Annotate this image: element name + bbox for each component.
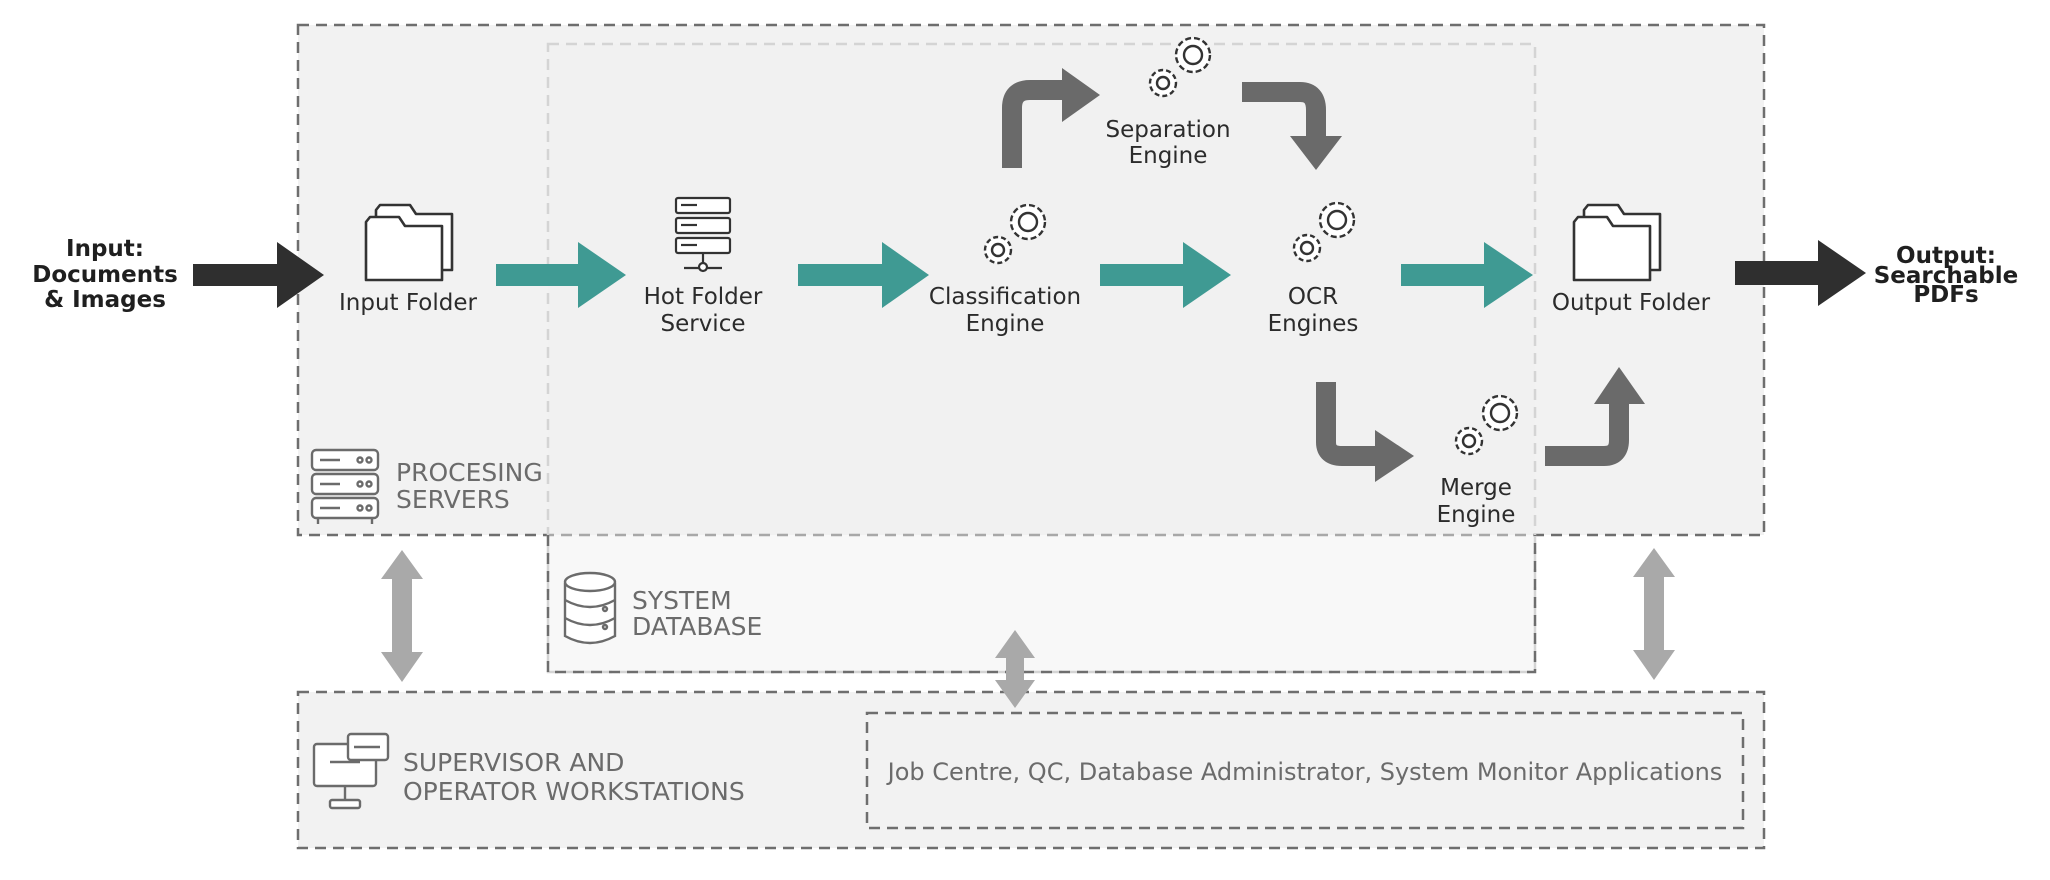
flow-arrow-3 bbox=[1100, 242, 1231, 308]
processing-servers-label-line1: PROCESING bbox=[396, 458, 543, 487]
flow-arrow-2 bbox=[798, 242, 929, 308]
separation-node: Separation Engine bbox=[1105, 36, 1231, 169]
workstations-label-line2: OPERATOR WORKSTATIONS bbox=[403, 777, 745, 806]
merge-label-line1: Merge bbox=[1440, 475, 1512, 501]
classification-label-line2: Engine bbox=[966, 311, 1045, 337]
separation-label-line1: Separation bbox=[1105, 117, 1230, 143]
workstations-group: SUPERVISOR AND OPERATOR WORKSTATIONS bbox=[312, 732, 745, 810]
workstation-icon bbox=[312, 732, 390, 810]
sync-arrow-database bbox=[995, 630, 1035, 708]
flow-arrow-1 bbox=[496, 242, 626, 308]
folder-icon bbox=[364, 203, 454, 282]
processing-servers-group: PROCESING SERVERS bbox=[310, 448, 543, 524]
database-icon bbox=[563, 571, 617, 645]
output-arrow bbox=[1735, 240, 1866, 306]
input-folder-node: Input Folder bbox=[339, 203, 478, 316]
system-database-label-line1: SYSTEM bbox=[632, 586, 732, 615]
output-label: Output: Searchable PDFs bbox=[1874, 243, 2019, 308]
processing-servers-label-line2: SERVERS bbox=[396, 485, 510, 514]
merge-node: Merge Engine bbox=[1437, 394, 1519, 528]
system-database-label-line2: DATABASE bbox=[632, 612, 762, 641]
ocr-label-line1: OCR bbox=[1288, 284, 1338, 310]
input-label-line1: Input: bbox=[66, 236, 144, 262]
server-rack-icon bbox=[310, 448, 380, 524]
hot-folder-label-line1: Hot Folder bbox=[644, 284, 763, 310]
output-label-line3: PDFs bbox=[1913, 282, 1978, 308]
branch-arrow-from-merge bbox=[1545, 367, 1645, 466]
system-database-group: SYSTEM DATABASE bbox=[563, 571, 762, 645]
branch-arrow-from-separation bbox=[1242, 82, 1342, 170]
output-folder-node: Output Folder bbox=[1552, 203, 1711, 316]
applications-box: Job Centre, QC, Database Administrator, … bbox=[865, 711, 1745, 830]
system-database-panel bbox=[546, 42, 1537, 674]
flow-arrow-4 bbox=[1401, 242, 1533, 308]
ocr-node: OCR Engines bbox=[1268, 201, 1359, 337]
output-folder-label: Output Folder bbox=[1552, 290, 1711, 316]
input-label-line2: Documents bbox=[32, 262, 178, 288]
input-label-line3: & Images bbox=[44, 287, 166, 313]
ocr-label-line2: Engines bbox=[1268, 311, 1359, 337]
gears-icon bbox=[1148, 36, 1212, 98]
merge-label-line2: Engine bbox=[1437, 502, 1516, 528]
classification-node: Classification Engine bbox=[929, 203, 1081, 337]
hot-folder-node: Hot Folder Service bbox=[644, 196, 763, 337]
input-folder-label: Input Folder bbox=[339, 290, 477, 316]
hot-folder-label-line2: Service bbox=[660, 311, 745, 337]
output-label-line2: Searchable bbox=[1874, 263, 2019, 289]
gears-icon bbox=[983, 203, 1047, 265]
gears-icon bbox=[1454, 394, 1519, 456]
gears-icon bbox=[1292, 201, 1356, 263]
sync-arrow-servers bbox=[381, 550, 423, 682]
output-label-line1: Output: bbox=[1896, 243, 1996, 269]
folder-icon bbox=[1572, 203, 1662, 282]
input-arrow bbox=[193, 242, 324, 308]
classification-label-line1: Classification bbox=[929, 284, 1081, 310]
applications-label: Job Centre, QC, Database Administrator, … bbox=[886, 758, 1723, 786]
branch-arrow-to-separation bbox=[1002, 68, 1100, 168]
branch-arrow-to-merge bbox=[1316, 382, 1414, 482]
server-icon bbox=[674, 196, 732, 273]
workstations-label-line1: SUPERVISOR AND bbox=[403, 748, 624, 777]
sync-arrow-output bbox=[1633, 548, 1675, 680]
separation-label-line2: Engine bbox=[1129, 143, 1208, 169]
input-label: Input: Documents & Images bbox=[32, 236, 178, 313]
